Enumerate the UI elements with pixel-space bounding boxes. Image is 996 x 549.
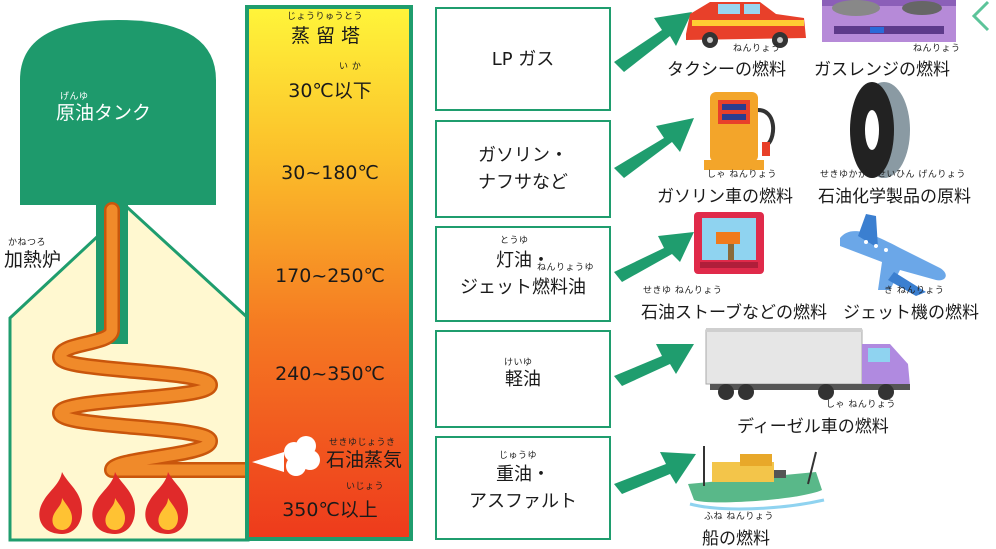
use-2-ruby: しゃ ねんりょう <box>707 170 777 180</box>
use-diesel-truck: ディーゼル車の燃料 <box>737 417 889 437</box>
furnace-label: 加熱炉 <box>4 249 62 271</box>
product-box-gasoline: ガソリン・ ナフサなど <box>435 120 611 218</box>
flame-icon <box>39 472 82 534</box>
product-box-kerosene: 灯油・ ジェット燃料油 <box>435 226 611 322</box>
product-heavy-oil-ruby: じゅうゆ <box>499 451 538 461</box>
use-ship: 船の燃料 <box>702 529 770 549</box>
kerosene-stove-icon <box>694 212 764 274</box>
arrow-kerosene <box>614 232 694 282</box>
tire-icon <box>850 82 910 178</box>
use-6-ruby: しゃ ねんりょう <box>826 400 896 410</box>
flame-icon <box>145 472 188 534</box>
furnace-label-ruby: かねつろ <box>8 238 47 248</box>
product-gasoline-line1: ガソリン・ <box>478 145 568 166</box>
temp-0-ruby: い か <box>339 62 362 72</box>
vapor-label: 石油蒸気 <box>326 449 403 471</box>
product-kerosene-ruby2: ねんりょうゆ <box>537 263 595 273</box>
product-box-lpg: LP ガス <box>435 7 611 111</box>
tower-title-ruby: じょうりゅうとう <box>287 12 364 22</box>
use-taxi: タクシーの燃料 <box>667 60 786 80</box>
arrow-gasoline <box>614 118 694 178</box>
use-gasoline-car: ガソリン車の燃料 <box>657 187 793 207</box>
arrow-heavy-oil <box>614 452 696 494</box>
use-3-ruby: せきゆかがくせいひん げんりょう <box>820 170 966 180</box>
product-gasoline-line2: ナフサなど <box>478 172 568 193</box>
use-4-ruby: せきゆ ねんりょう <box>643 286 723 296</box>
gas-pump-icon <box>704 92 776 170</box>
product-light-oil-label: 軽油 <box>505 368 541 390</box>
airplane-icon <box>840 214 946 296</box>
use-gas-range: ガスレンジの燃料 <box>814 60 950 80</box>
vapor-label-ruby: せきゆじょうき <box>329 438 396 448</box>
taxi-icon <box>686 2 806 48</box>
product-kerosene-line1: 灯油・ <box>496 250 550 271</box>
tank-label-ruby: げんゆ <box>60 92 89 102</box>
product-box-heavy-oil: 重油・ アスファルト <box>435 436 611 540</box>
temp-4-ruby: いじょう <box>346 482 385 492</box>
product-kerosene-ruby1: とうゆ <box>500 236 529 246</box>
use-5-ruby: き ねんりょう <box>884 286 945 296</box>
truck-icon <box>705 328 910 400</box>
temp-2: 170~250℃ <box>275 265 385 287</box>
product-heavy-oil-line1: 重油・ <box>496 464 550 485</box>
arrow-lpg <box>614 12 692 72</box>
use-0-ruby: ねんりょう <box>733 44 781 54</box>
flame-icon <box>92 472 135 534</box>
ship-icon <box>688 446 825 511</box>
temp-1: 30~180℃ <box>281 162 379 184</box>
temp-3: 240~350℃ <box>275 363 385 385</box>
uses-graphic <box>614 0 990 511</box>
arrow-light-oil <box>614 344 694 386</box>
gas-range-icon <box>822 0 956 42</box>
distillation-tower-graphic <box>245 5 413 541</box>
tank-label: 原油タンク <box>56 102 152 124</box>
use-jet: ジェット機の燃料 <box>843 303 979 323</box>
temp-0: 30℃以下 <box>288 80 372 102</box>
use-1-ruby: ねんりょう <box>913 44 961 54</box>
use-kerosene-stove: 石油ストーブなどの燃料 <box>641 303 827 323</box>
distillation-tower <box>245 5 413 541</box>
product-light-oil-ruby: けいゆ <box>504 358 533 368</box>
product-lpg-label: LP ガス <box>491 48 555 70</box>
tank-furnace-graphic <box>8 20 260 542</box>
tower-title: 蒸留塔 <box>291 25 367 47</box>
product-kerosene-line2: ジェット燃料油 <box>460 277 586 298</box>
steam-puff-icon <box>252 436 320 476</box>
use-petrochemical: 石油化学製品の原料 <box>818 187 971 207</box>
temp-4: 350℃以上 <box>282 499 378 521</box>
product-box-light-oil: 軽油 <box>435 330 611 428</box>
product-heavy-oil-line2: アスファルト <box>469 491 577 512</box>
chevron-left-icon <box>971 0 990 32</box>
use-7-ruby: ふね ねんりょう <box>704 512 774 522</box>
crude-oil-tank <box>20 20 216 205</box>
